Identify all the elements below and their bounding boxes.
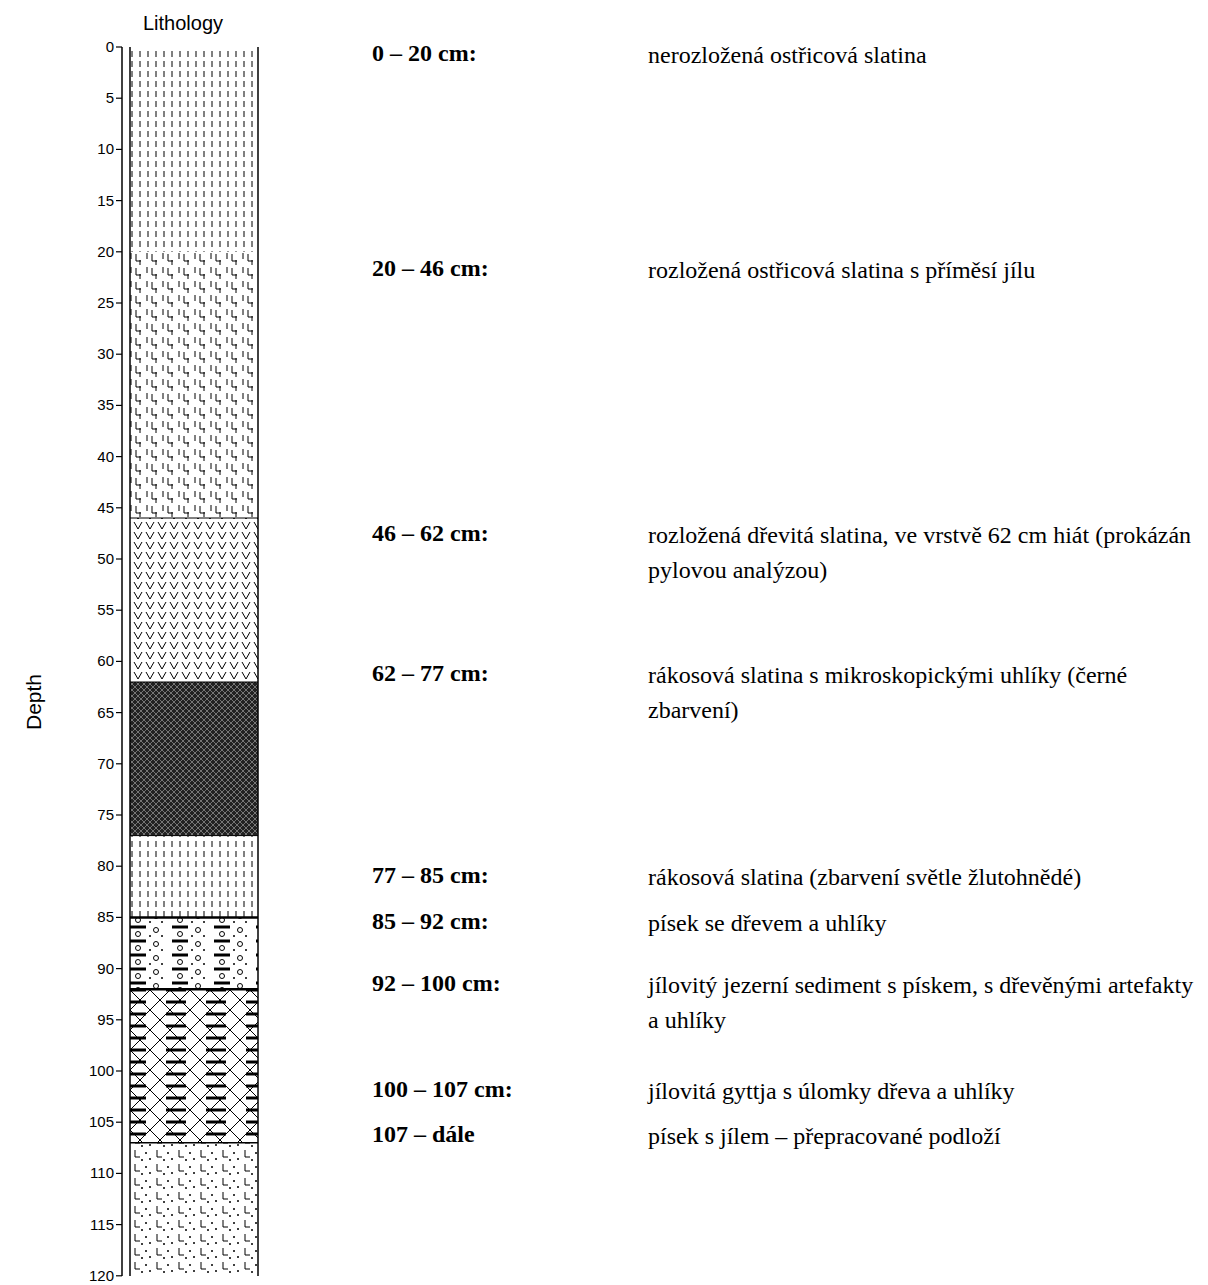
layer-description: nerozložená ostřicová slatina bbox=[648, 38, 1203, 73]
tick-mark bbox=[116, 46, 122, 47]
depth-interval: 92 – 100 cm: bbox=[372, 970, 501, 997]
depth-interval: 62 – 77 cm: bbox=[372, 660, 489, 687]
tick-number: 105 bbox=[54, 1113, 114, 1130]
tick-number: 110 bbox=[54, 1164, 114, 1181]
tick-mark bbox=[116, 558, 122, 559]
depth-interval: 107 – dále bbox=[372, 1121, 475, 1148]
tick-mark bbox=[116, 1173, 122, 1174]
tick-number: 95 bbox=[54, 1011, 114, 1028]
tick-number: 25 bbox=[54, 294, 114, 311]
tick-number: 55 bbox=[54, 601, 114, 618]
layer-description: jílovitá gyttja s úlomky dřeva a uhlíky bbox=[648, 1074, 1203, 1109]
tick-number: 75 bbox=[54, 806, 114, 823]
tick-mark bbox=[116, 405, 122, 406]
tick-mark bbox=[116, 763, 122, 764]
depth-interval: 20 – 46 cm: bbox=[372, 255, 489, 282]
tick-mark bbox=[116, 98, 122, 99]
tick-mark bbox=[116, 814, 122, 815]
layer-description: rozložená ostřicová slatina s příměsí jí… bbox=[648, 253, 1203, 288]
tick-mark bbox=[116, 149, 122, 150]
tick-mark bbox=[116, 712, 122, 713]
axis-title: Depth bbox=[22, 674, 46, 730]
tick-mark bbox=[116, 302, 122, 303]
depth-interval: 0 – 20 cm: bbox=[372, 40, 477, 67]
tick-number: 115 bbox=[54, 1216, 114, 1233]
tick-mark bbox=[116, 610, 122, 611]
tick-mark bbox=[116, 507, 122, 508]
tick-mark bbox=[116, 917, 122, 918]
layer-description: písek s jílem – přepracované podloží bbox=[648, 1119, 1203, 1154]
tick-number: 100 bbox=[54, 1062, 114, 1079]
tick-number: 60 bbox=[54, 652, 114, 669]
tick-number: 15 bbox=[54, 192, 114, 209]
tick-number: 70 bbox=[54, 755, 114, 772]
tick-mark bbox=[116, 200, 122, 201]
tick-number: 120 bbox=[54, 1267, 114, 1284]
depth-interval: 100 – 107 cm: bbox=[372, 1076, 513, 1103]
tick-mark bbox=[116, 1122, 122, 1123]
depth-interval: 85 – 92 cm: bbox=[372, 908, 489, 935]
depth-interval: 46 – 62 cm: bbox=[372, 520, 489, 547]
tick-number: 80 bbox=[54, 857, 114, 874]
tick-mark bbox=[116, 1070, 122, 1071]
depth-interval: 77 – 85 cm: bbox=[372, 862, 489, 889]
tick-number: 40 bbox=[54, 448, 114, 465]
tick-mark bbox=[116, 1019, 122, 1020]
tick-number: 90 bbox=[54, 960, 114, 977]
tick-number: 5 bbox=[54, 89, 114, 106]
tick-number: 45 bbox=[54, 499, 114, 516]
tick-number: 65 bbox=[54, 704, 114, 721]
tick-number: 50 bbox=[54, 550, 114, 567]
layer-description: jílovitý jezerní sediment s pískem, s dř… bbox=[648, 968, 1203, 1038]
tick-number: 20 bbox=[54, 243, 114, 260]
tick-number: 35 bbox=[54, 396, 114, 413]
tick-mark bbox=[116, 866, 122, 867]
tick-mark bbox=[116, 354, 122, 355]
layer-description: písek se dřevem a uhlíky bbox=[648, 906, 1203, 941]
tick-number: 30 bbox=[54, 345, 114, 362]
tick-mark bbox=[116, 968, 122, 969]
tick-number: 0 bbox=[54, 38, 114, 55]
layer-description: rozložená dřevitá slatina, ve vrstvě 62 … bbox=[648, 518, 1203, 588]
tick-mark bbox=[116, 1275, 122, 1276]
layer-description: rákosová slatina s mikroskopickými uhlík… bbox=[648, 658, 1203, 728]
layer-description: rákosová slatina (zbarvení světle žlutoh… bbox=[648, 860, 1203, 895]
tick-number: 10 bbox=[54, 140, 114, 157]
column-header: Lithology bbox=[143, 12, 223, 35]
tick-number: 85 bbox=[54, 908, 114, 925]
tick-mark bbox=[116, 1224, 122, 1225]
tick-mark bbox=[116, 251, 122, 252]
tick-mark bbox=[116, 661, 122, 662]
tick-mark bbox=[116, 456, 122, 457]
